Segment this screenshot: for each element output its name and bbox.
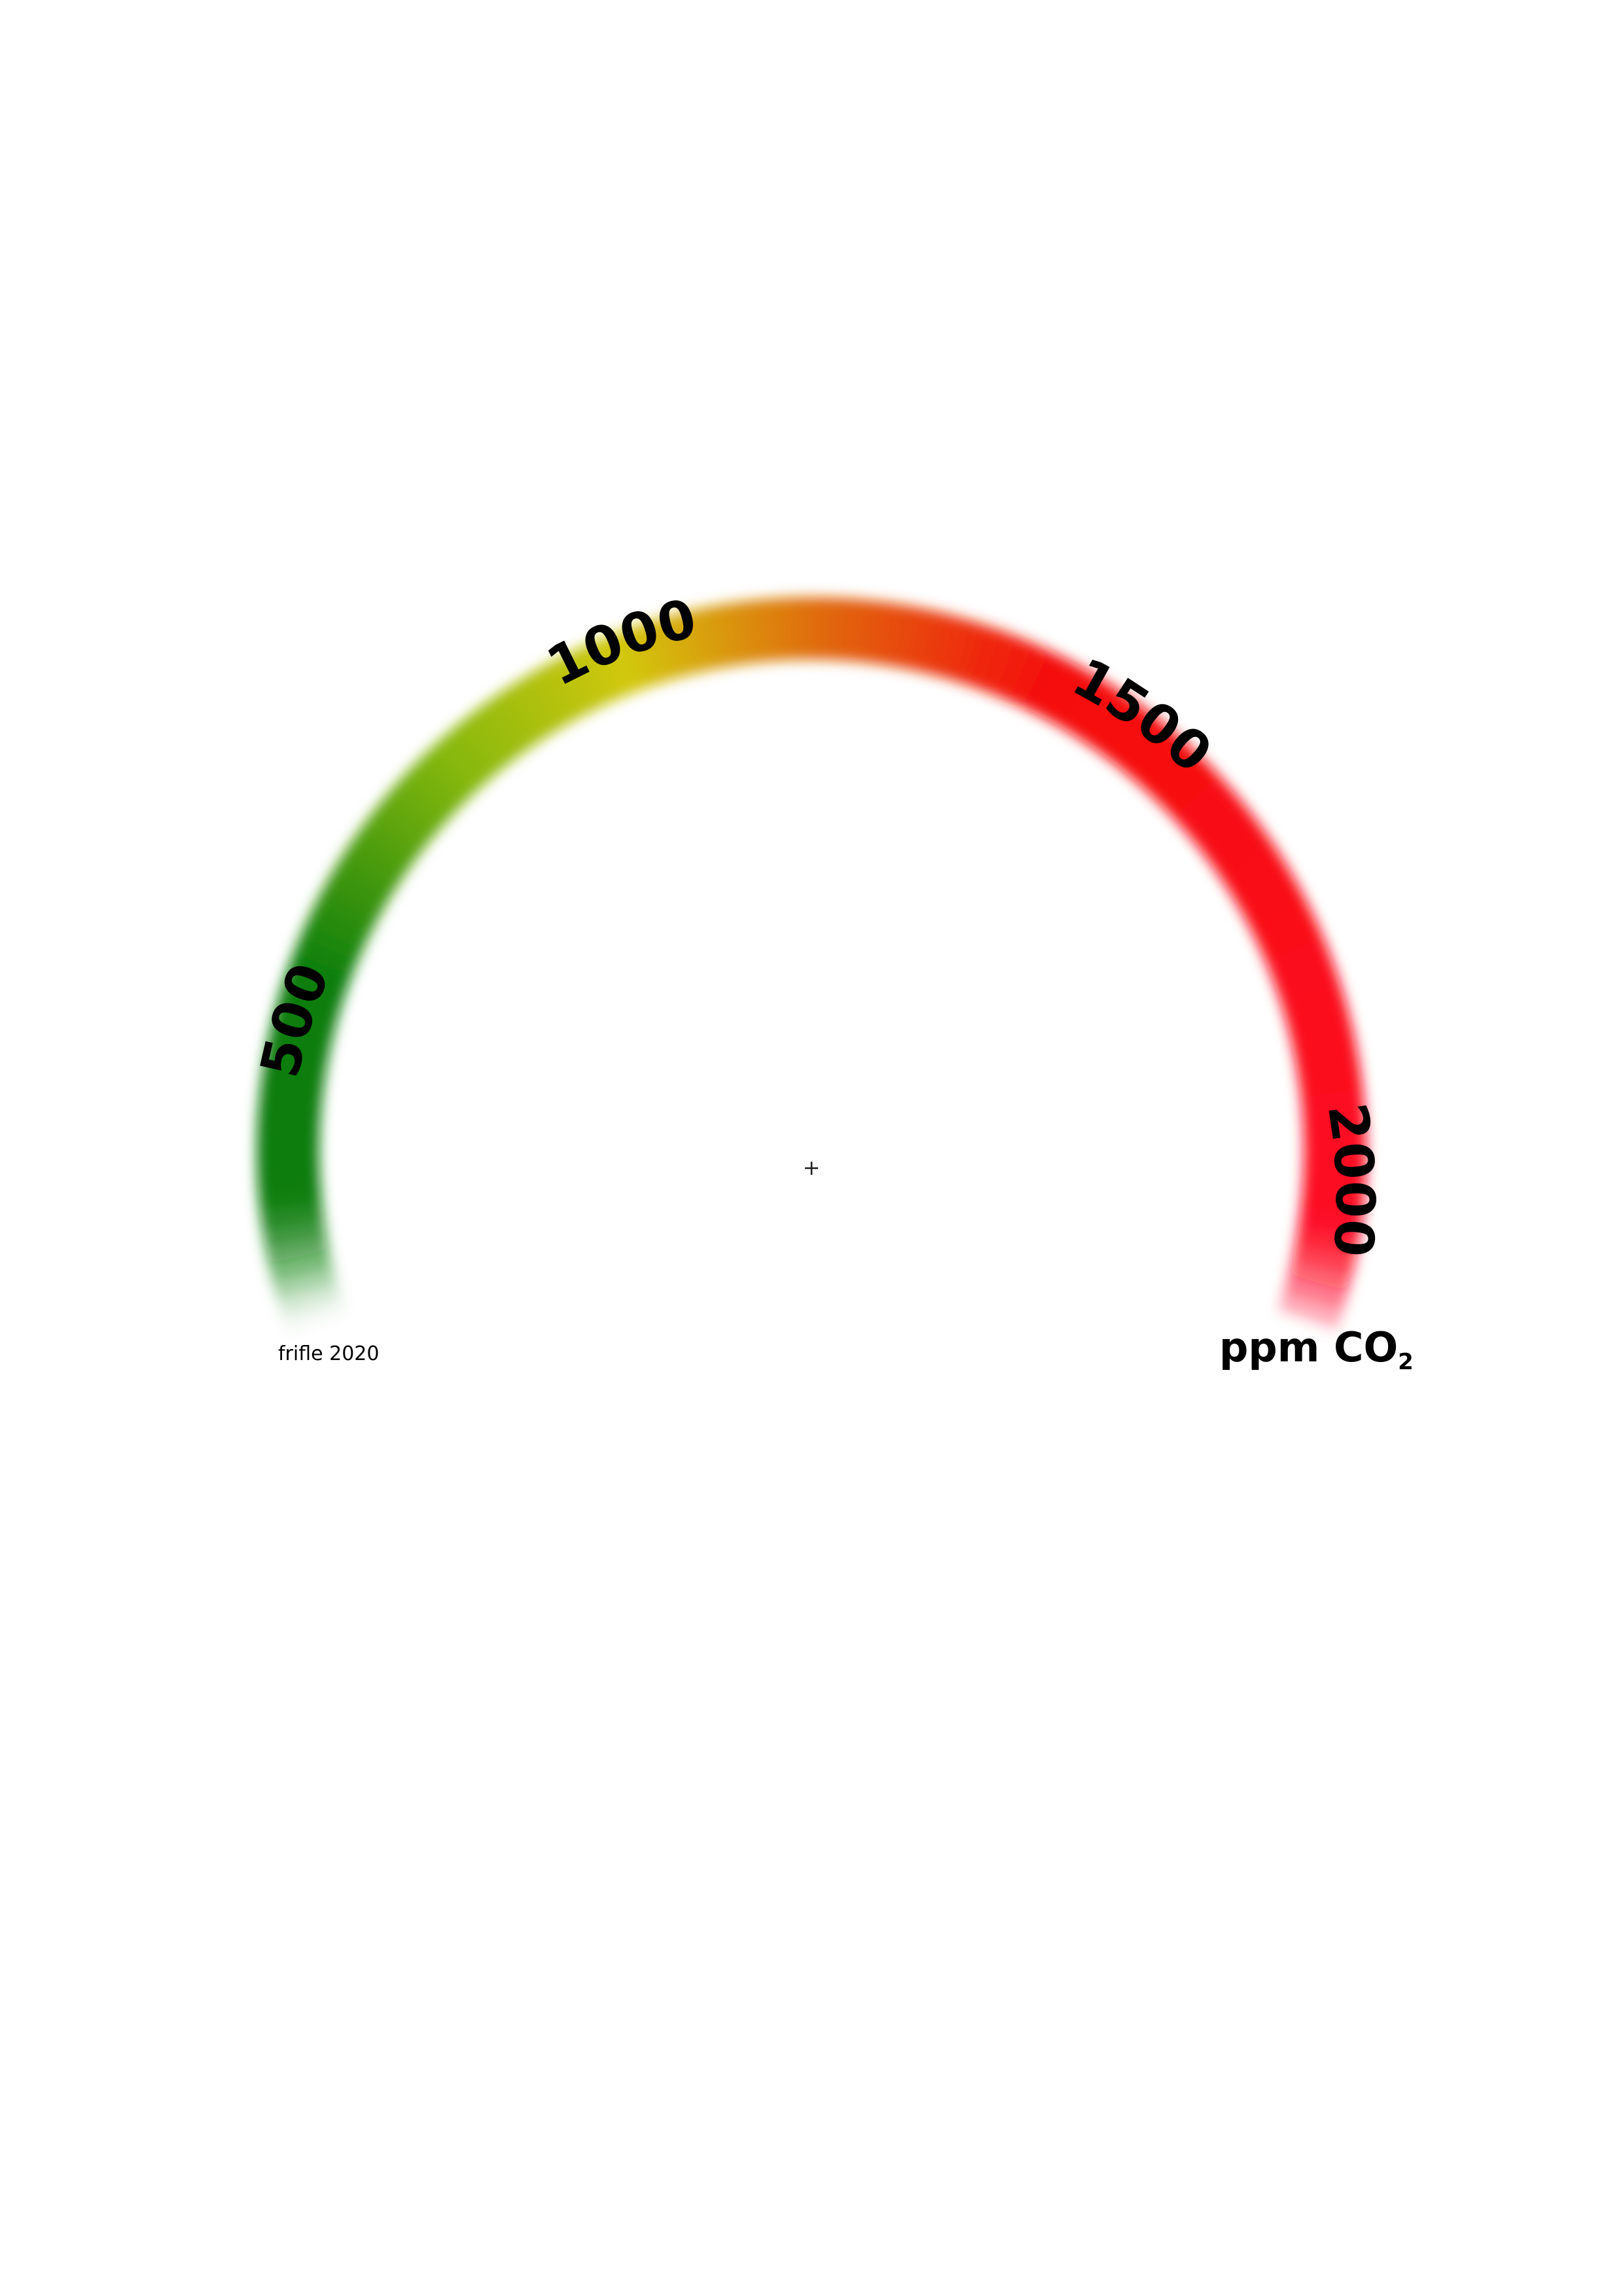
unit-main: ppm CO	[1219, 1323, 1398, 1371]
gauge-color-arc	[257, 597, 1366, 1333]
tick-label-2000: 2000	[1315, 1100, 1385, 1259]
center-marker-icon: +	[803, 1155, 821, 1180]
unit-subscript: 2	[1398, 1349, 1414, 1375]
gauge-arc-segment	[1277, 1297, 1342, 1333]
credit-text: frifle 2020	[278, 1342, 379, 1365]
unit-label: ppm CO2	[1219, 1323, 1414, 1375]
